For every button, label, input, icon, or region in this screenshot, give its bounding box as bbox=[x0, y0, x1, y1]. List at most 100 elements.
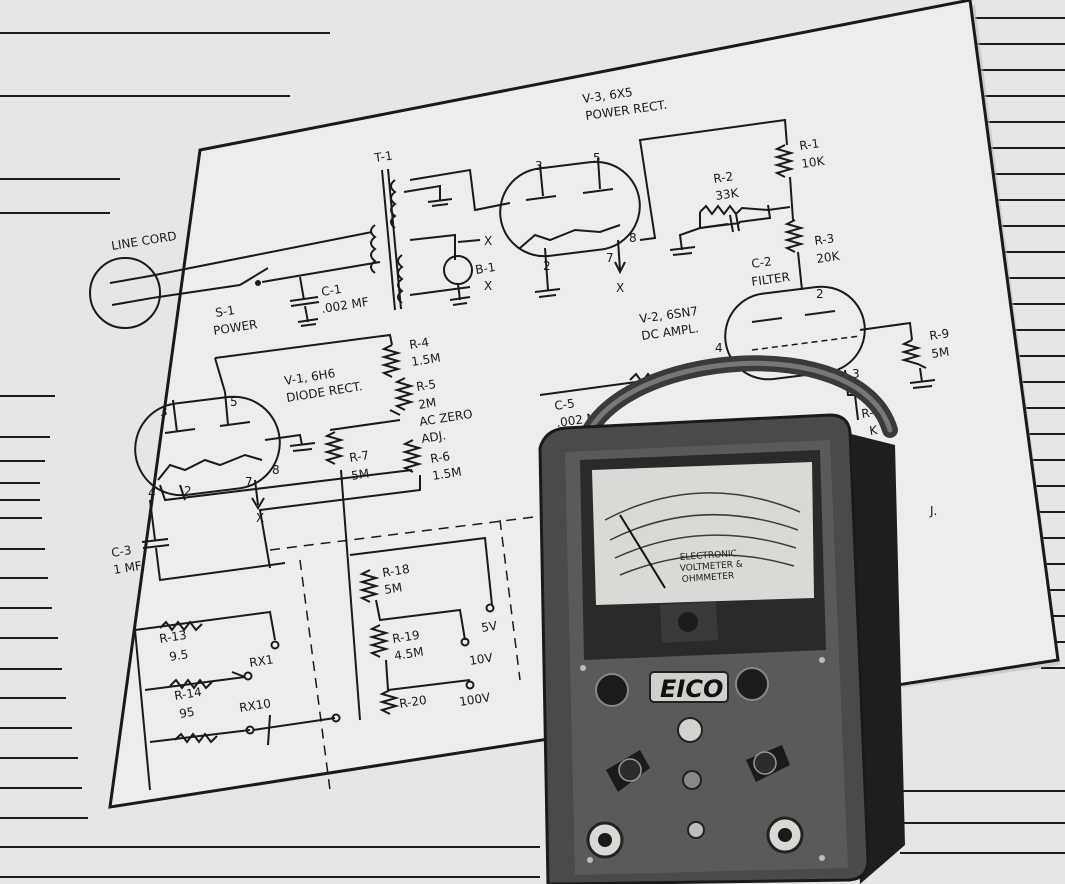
pin-label: 3 bbox=[535, 159, 543, 173]
label-r13-value: 9.5 bbox=[168, 647, 189, 664]
zero-knob-right[interactable] bbox=[735, 667, 769, 701]
pin-label: 2 bbox=[816, 287, 824, 301]
pin-label: 7 bbox=[245, 475, 253, 489]
label-r18-name: R-18 bbox=[381, 562, 410, 580]
v2-tube bbox=[724, 285, 866, 381]
pin-label: 2 bbox=[543, 259, 551, 273]
label-r19-value: 4.5M bbox=[393, 645, 424, 663]
label-r5-note2: ADJ. bbox=[420, 428, 447, 446]
dial-text-line2: VOLTMETER & bbox=[680, 560, 744, 574]
label-r6-value: 1.5M bbox=[431, 465, 462, 483]
label-c5-name: C-5 bbox=[553, 396, 575, 413]
label-r20-name: R-20 bbox=[398, 693, 427, 711]
jack-center[interactable] bbox=[687, 821, 705, 839]
label-r13-name: R-13 bbox=[158, 628, 187, 646]
label-r11-value: K bbox=[868, 423, 879, 438]
label-s1-name: S-1 bbox=[214, 303, 236, 320]
label-r3-name: R-3 bbox=[813, 231, 835, 248]
pin-label: 4 bbox=[715, 341, 723, 355]
label-10v: 10V bbox=[468, 650, 494, 668]
pin-label: 4 bbox=[148, 486, 156, 500]
background-rule bbox=[0, 757, 78, 759]
dial-text-line3: OHMMETER bbox=[682, 571, 735, 585]
label-r1-name: R-1 bbox=[798, 136, 820, 153]
background-rule bbox=[0, 846, 540, 848]
label-c2-name: C-2 bbox=[750, 254, 772, 271]
background-rule bbox=[0, 395, 55, 397]
background-rule bbox=[0, 727, 72, 729]
zero-knob-left[interactable] bbox=[595, 673, 629, 707]
brand-logo: EICO bbox=[660, 675, 723, 703]
meter-needle bbox=[619, 514, 666, 589]
background-rule bbox=[0, 787, 82, 789]
label-r6-name: R-6 bbox=[429, 449, 451, 466]
label-r19-name: R-19 bbox=[391, 628, 420, 646]
brand-badge bbox=[649, 671, 729, 703]
label-100v: 100V bbox=[458, 690, 492, 709]
label-c3-value: 1 MF bbox=[112, 559, 143, 577]
label-r7-name: R-7 bbox=[348, 448, 370, 465]
label-r3-value: 20K bbox=[815, 249, 841, 266]
label-t1: T-1 bbox=[372, 149, 393, 166]
background-rule bbox=[0, 178, 120, 180]
background-rule bbox=[900, 790, 1065, 792]
pin-label: 3 bbox=[852, 367, 860, 381]
label-line-cord: LINE CORD bbox=[110, 229, 177, 253]
label-x-v1: X bbox=[256, 511, 264, 525]
background-rule bbox=[0, 460, 45, 462]
label-j: J. bbox=[929, 504, 937, 518]
background-rule bbox=[0, 697, 66, 699]
label-r9-name: R-9 bbox=[928, 326, 950, 343]
background-rule bbox=[0, 499, 40, 501]
label-r4-value: 1.5M bbox=[410, 351, 441, 369]
background-rule bbox=[0, 482, 40, 484]
label-r7-value: 5M bbox=[350, 466, 370, 483]
label-c3-name: C-3 bbox=[110, 543, 132, 560]
center-knob[interactable] bbox=[677, 717, 703, 743]
voltmeter: ELECTRONIC VOLTMETER & OHMMETER EICO bbox=[538, 355, 905, 884]
label-r5-name: R-5 bbox=[415, 377, 437, 394]
label-r18-value: 5M bbox=[383, 580, 403, 597]
background-rule bbox=[0, 668, 62, 670]
label-b1: B-1 bbox=[474, 260, 496, 277]
label-r4-name: R-4 bbox=[408, 335, 430, 352]
label-r5-value: 2M bbox=[417, 395, 437, 412]
background-rule bbox=[0, 817, 88, 819]
background-rule bbox=[0, 436, 50, 438]
background-rule bbox=[0, 517, 42, 519]
background-rule bbox=[0, 212, 110, 214]
v3-tube bbox=[499, 160, 641, 258]
label-x-b1: X bbox=[484, 234, 492, 248]
label-r2-value: 33K bbox=[714, 186, 740, 203]
background-rule bbox=[0, 876, 540, 878]
background-rule bbox=[0, 95, 290, 97]
dial-text-line1: ELECTRONIC bbox=[680, 549, 738, 563]
label-rx10: RX10 bbox=[238, 696, 272, 715]
label-s1-value: POWER bbox=[212, 317, 258, 338]
pin-label: 8 bbox=[272, 463, 280, 477]
label-r2-name: R-2 bbox=[712, 169, 734, 186]
background-rule bbox=[900, 822, 1065, 824]
background-rule bbox=[0, 548, 45, 550]
background-rule bbox=[900, 852, 1065, 854]
label-r9-value: 5M bbox=[930, 345, 950, 361]
label-5v: 5V bbox=[480, 619, 499, 635]
label-x-v3: X bbox=[616, 281, 624, 295]
background-rule bbox=[0, 32, 330, 34]
label-rx1: RX1 bbox=[248, 652, 274, 670]
line-cord-plug bbox=[89, 257, 161, 329]
pin-label: 3 bbox=[160, 405, 168, 419]
pin-label: 7 bbox=[606, 251, 614, 265]
background-rule bbox=[0, 577, 48, 579]
pin-label: 2 bbox=[184, 484, 192, 498]
background-rule bbox=[0, 607, 52, 609]
label-v3-type: V-3, 6X5 bbox=[581, 85, 633, 106]
pin-label: 8 bbox=[629, 231, 637, 245]
label-r14-name: R-14 bbox=[173, 685, 202, 703]
label-r1-value: 10K bbox=[800, 154, 826, 171]
label-c1-name: C-1 bbox=[320, 282, 342, 299]
pin-label: 5 bbox=[593, 151, 601, 165]
label-r14-value: 95 bbox=[178, 705, 195, 721]
background-rule bbox=[0, 637, 58, 639]
label-x-b1-lower: X bbox=[484, 279, 492, 293]
